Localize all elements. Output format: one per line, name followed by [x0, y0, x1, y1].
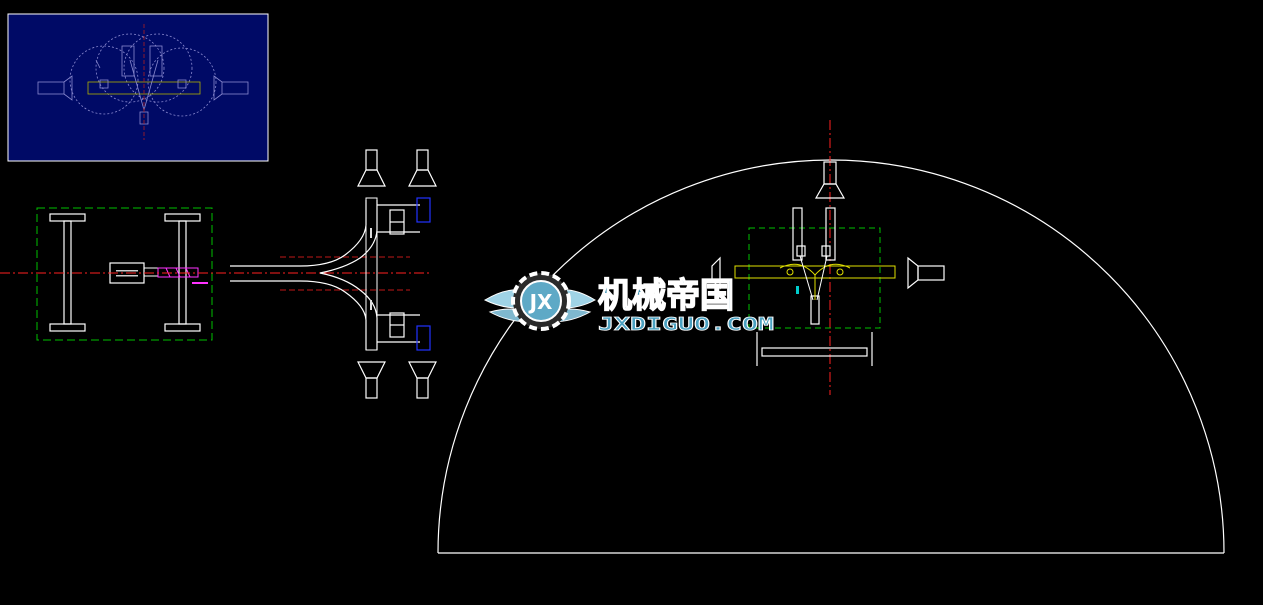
robot-yellow-arm — [734, 263, 896, 300]
watermark: JX 机械帝国 JXDIGUO.COM — [483, 271, 775, 335]
winged-gear-icon: JX — [483, 271, 597, 331]
arm-label-marks — [370, 228, 372, 310]
rear-axle — [164, 213, 201, 332]
suction-cups-top — [357, 149, 437, 187]
lower-sensor-blue — [416, 325, 431, 351]
chassis-boundary-dashed-box — [36, 207, 213, 341]
suction-cups-bottom — [357, 361, 437, 399]
upper-sensor-blue — [416, 197, 431, 223]
watermark-text-cn: 机械帝国 — [598, 276, 734, 316]
arm-lower-inner — [319, 272, 378, 350]
motor-label-marks — [116, 270, 138, 277]
overview-preview[interactable] — [7, 13, 269, 162]
robot-front-view[interactable] — [711, 161, 945, 366]
preview-drawing — [37, 24, 249, 140]
watermark-text-en: JXDIGUO.COM — [598, 314, 774, 335]
arm-upper-outer — [230, 200, 367, 267]
chassis-top-view[interactable] — [36, 207, 213, 341]
arm-lower-outer — [230, 280, 367, 350]
robot-links — [799, 255, 828, 301]
reach-arc — [437, 159, 1225, 554]
workspace-envelope[interactable] — [437, 159, 1225, 554]
magenta-label-marks — [192, 282, 208, 284]
coupling — [143, 267, 159, 277]
robot-structure — [711, 161, 945, 366]
arm-upper-inner — [319, 200, 378, 274]
logo-letters: JX — [528, 290, 553, 314]
y-transfer-arm[interactable] — [230, 197, 420, 351]
cyan-marker — [796, 286, 799, 294]
